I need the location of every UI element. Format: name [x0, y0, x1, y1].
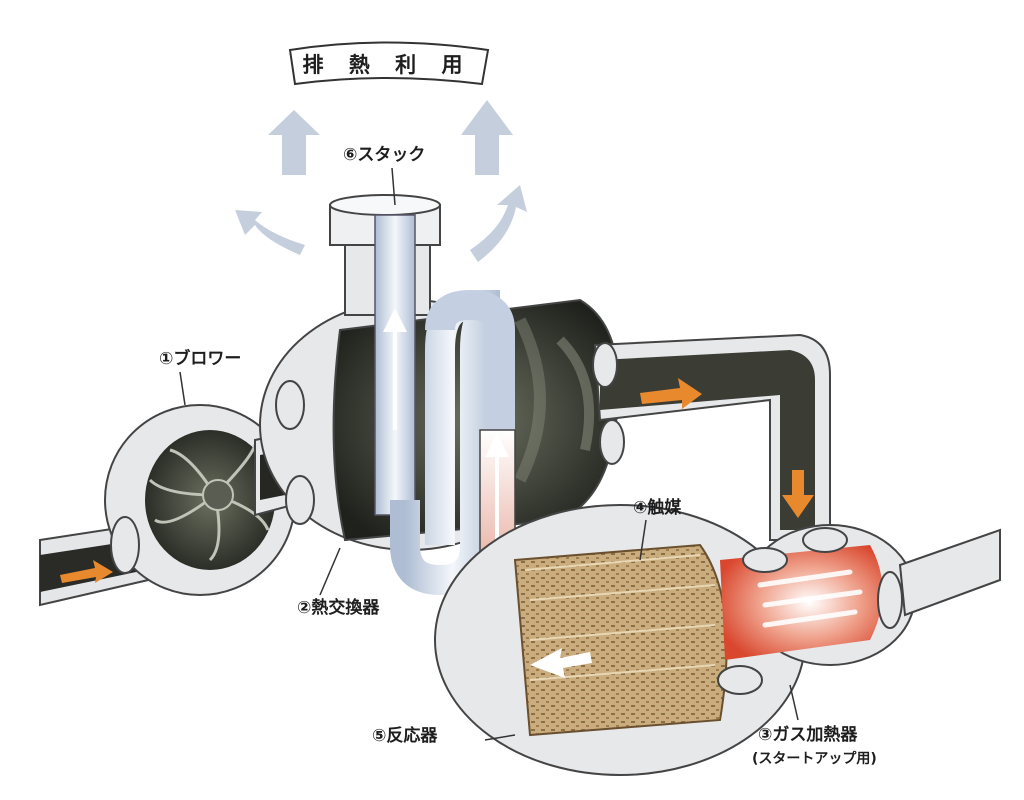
flow-arrow-icon: [640, 378, 702, 409]
blower: [104, 404, 296, 596]
top-duct: [593, 333, 831, 541]
exhaust-heat-text: 排 熱 利 用: [303, 53, 472, 77]
left-arrow-icon: [530, 648, 592, 678]
label-gas-heater-sub: (スタートアップ用): [752, 751, 877, 767]
exhaust-arrow-icon: [235, 210, 305, 255]
outlet-pipe: [898, 528, 1001, 617]
flow-arrow-icon: [60, 560, 113, 583]
exhaust-arrow-icon: [470, 185, 527, 262]
flanges: [110, 342, 903, 695]
exhaust-arrows: [235, 100, 527, 262]
label-catalyst: ④触媒: [633, 498, 682, 518]
label-stack: ⑥スタック: [343, 145, 426, 165]
stack: [329, 194, 441, 516]
exhaust-arrow-icon: [268, 110, 320, 175]
label-blower: ①ブロワー: [159, 349, 242, 369]
exhaust-heat-banner: 排 熱 利 用: [288, 41, 490, 86]
reactor: [434, 504, 806, 776]
exhaust-arrow-icon: [461, 100, 513, 175]
flow-arrow-icon: [782, 470, 814, 518]
label-gas-heater: ③ガス加熱器: [758, 725, 858, 745]
label-heat-exchanger: ②熱交換器: [297, 598, 380, 618]
fan-hub-icon: [202, 479, 234, 511]
label-reactor: ⑤反応器: [372, 726, 438, 746]
catalyst: [513, 543, 728, 737]
u-tube: [390, 289, 515, 596]
leader-lines: [179, 167, 799, 741]
